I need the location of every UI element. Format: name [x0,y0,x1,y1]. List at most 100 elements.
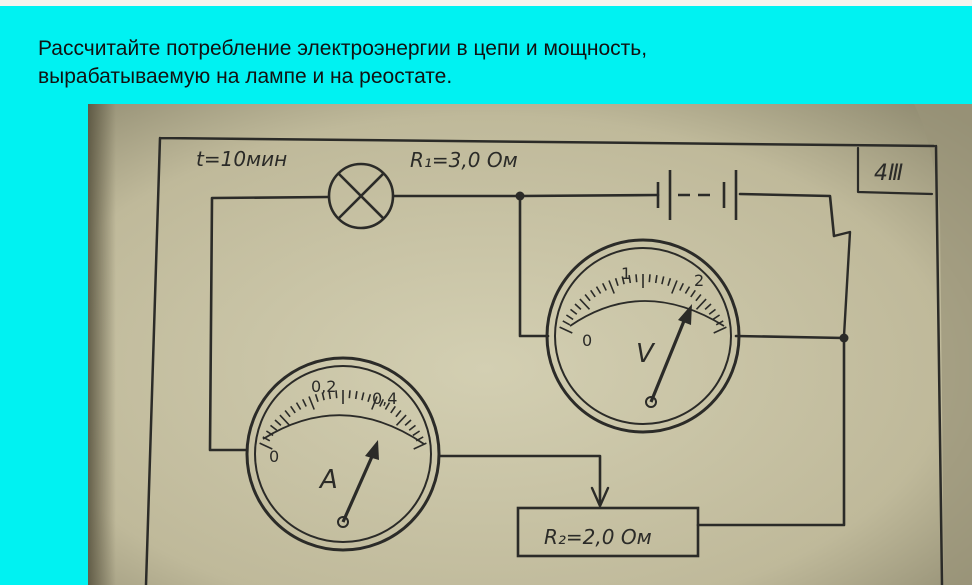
scale-tick [654,274,658,284]
ammeter-scale-04: 0,4 [372,389,397,408]
scale-tick [415,436,424,442]
scale-tick [661,276,665,285]
paper-edge-shadow [88,104,116,585]
scale-tick [361,392,365,401]
ammeter-needle-tip [365,440,379,460]
scale-tick [695,293,702,302]
scale-tick [290,405,296,414]
scale-tick [301,398,307,407]
r1-label: R₁=3,0 Ом [410,148,518,172]
scale-tick [608,280,615,294]
scale-tick [601,282,607,291]
circuit-photo: t=10мин R₁=3,0 Ом R₂=2,0 Ом 4Ⅲ A 0 0,2 0… [88,104,972,585]
wire-left [208,195,330,452]
scale-tick [295,402,302,410]
scale-tick [667,277,672,287]
scale-tick [628,274,632,284]
scale-tick [635,274,638,283]
scale-tick [321,392,325,401]
scale-tick [412,430,421,437]
page-curl [914,104,972,585]
scale-tick [621,276,625,285]
battery-icon [656,170,738,220]
scale-tick [715,320,724,326]
wire-voltmeter-right [734,334,846,340]
scale-tick [335,390,338,399]
scale-tick [390,405,396,414]
task-line-1: Рассчитайте потребление электроэнергии в… [38,37,648,60]
scale-tick [408,424,416,431]
scale-tick [328,390,332,400]
scale-tick [708,308,716,315]
task-statement: Рассчитайте потребление электроэнергии в… [38,35,918,91]
scale-tick [671,280,678,294]
circuit-diagram: t=10мин R₁=3,0 Ом R₂=2,0 Ом 4Ⅲ A 0 0,2 0… [88,104,972,585]
voltmeter-scale-2: 2 [694,271,704,290]
junction-dot-right [839,333,849,343]
ammeter [245,356,441,552]
scale-tick [284,409,291,418]
scale-tick [270,424,278,431]
ammeter-needle [341,451,376,523]
voltmeter-needle [649,315,688,403]
scale-tick [379,398,385,407]
rheostat-box [516,506,700,558]
scale-tick [404,419,412,426]
badge-box [856,146,934,196]
scale-tick [367,393,372,403]
scale-tick [314,393,319,403]
scale-tick [713,326,727,334]
wire-junction-voltmeter [518,194,550,338]
badge-label: 4Ⅲ [874,161,903,186]
voltmeter-scale-0: 0 [582,331,592,350]
scale-tick [648,274,651,283]
scale-tick [684,286,691,294]
scale-tick [348,390,351,399]
task-line-2: вырабатываемую на лампе и на реостате. [38,65,453,88]
ammeter-scale-02: 0,2 [311,377,336,396]
scale-tick [559,326,573,334]
r2-label: R₂=2,0 Ом [544,525,652,549]
scale-tick [579,298,591,310]
rheostat-arrow [590,486,610,508]
scale-tick [274,419,282,426]
scale-tick [690,289,696,298]
switch [832,230,852,338]
voltmeter-needle-tip [678,304,692,325]
scale-tick [590,289,596,298]
top-band [0,0,972,6]
diagram-frame [144,136,944,585]
wire-right [696,334,846,527]
scale-tick [695,298,707,310]
scale-tick [704,303,712,310]
scale-tick [584,293,591,302]
scale-tick [259,442,273,450]
scale-tick [614,277,619,287]
wire-ammeter-r2 [438,454,602,504]
wire-battery-switch [738,192,836,238]
scale-tick [570,308,578,315]
scale-tick [574,303,582,310]
scale-tick [562,320,571,326]
lamp-icon [327,162,395,230]
paper-background [88,104,972,585]
wire-to-battery [518,193,660,198]
scale-tick [265,430,274,437]
scale-tick [595,286,602,294]
voltmeter-scale-1: 1 [621,264,631,283]
scale-tick [395,409,402,418]
voltmeter [545,238,741,434]
scale-tick [679,282,685,291]
junction-dot-top [515,191,525,201]
ammeter-scale-0: 0 [269,447,279,466]
scale-tick [279,414,291,426]
scale-tick [262,436,271,442]
voltmeter-symbol: V [636,339,656,369]
scale-tick [395,414,407,426]
scale-tick [308,396,315,410]
scale-tick [354,390,358,400]
scale-tick [371,396,378,410]
scale-tick [565,314,574,321]
time-label: t=10мин [196,147,287,171]
ammeter-symbol: A [318,465,338,495]
